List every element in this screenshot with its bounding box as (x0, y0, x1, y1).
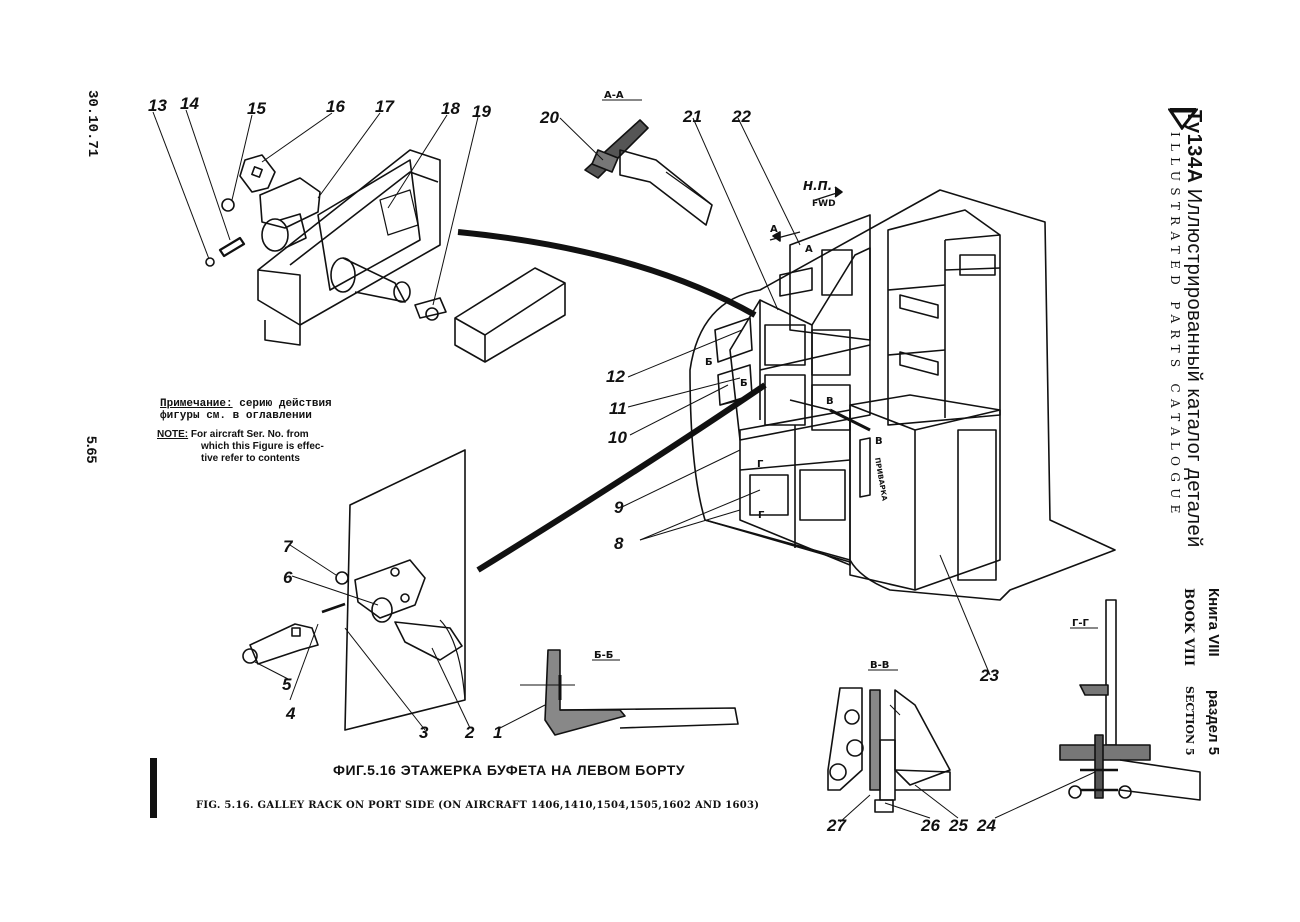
section-vv-title: В-В (870, 660, 889, 671)
note-ru-text-1: серию действия (239, 398, 332, 410)
callout-6: 6 (283, 568, 293, 587)
marker-b2: Б (740, 378, 748, 389)
section-bb (520, 649, 739, 736)
marker-a2: А (805, 244, 813, 255)
callout-27: 27 (826, 816, 847, 835)
callout-2: 2 (464, 723, 475, 742)
lower-latch-detail (242, 449, 466, 731)
section-vv (827, 687, 951, 813)
section-bb-title: Б-Б (594, 650, 613, 661)
marker-np: Н.П. (803, 179, 832, 193)
callout-numbers: 13 14 15 16 17 18 19 20 21 22 12 11 10 9… (148, 94, 999, 835)
door-label: ПРИВАРКА (873, 457, 889, 502)
section-markers: А-А Б-Б В-В Г-Г Н.П. FWD А А Б Б В В Г Г… (594, 90, 1090, 671)
upper-latch-detail (205, 149, 566, 363)
callout-14: 14 (180, 94, 199, 113)
callout-3: 3 (419, 723, 429, 742)
callout-4: 4 (285, 704, 296, 723)
marker-b1: Б (705, 357, 713, 368)
callout-18: 18 (441, 99, 460, 118)
callout-19: 19 (472, 102, 491, 121)
margin-bar (150, 758, 157, 818)
leader-lines (152, 99, 1098, 823)
callout-1: 1 (493, 723, 502, 742)
callout-24: 24 (976, 816, 996, 835)
main-galley-rack (689, 186, 1116, 601)
section-gg (1059, 599, 1201, 801)
note-ru: Примечание: серию действия фигуры см. в … (160, 398, 332, 422)
note-en-text-2: which this Figure is effec- (201, 441, 324, 452)
marker-a1: А (770, 224, 778, 235)
marker-g1: Г (757, 459, 764, 470)
callout-16: 16 (326, 97, 345, 116)
section-aa (584, 119, 713, 226)
note-en-text-1: For aircraft Ser. No. from (190, 429, 309, 440)
marker-v2: В (875, 436, 883, 447)
callout-12: 12 (606, 367, 625, 386)
callout-23: 23 (979, 666, 999, 685)
callout-17: 17 (375, 97, 395, 116)
marker-g2: Г (758, 510, 765, 521)
callout-26: 26 (920, 816, 940, 835)
callout-8: 8 (614, 534, 624, 553)
caption-en: FIG. 5.16. GALLEY RACK ON PORT SIDE (ON … (196, 800, 760, 811)
note-ru-label: Примечание: (160, 398, 233, 410)
caption-ru: ФИГ.5.16 ЭТАЖЕРКА БУФЕТА НА ЛЕВОМ БОРТУ (333, 762, 686, 778)
callout-10: 10 (608, 428, 627, 447)
note-en-label: NOTE: (157, 429, 189, 440)
callout-9: 9 (614, 498, 624, 517)
marker-v1: В (826, 396, 834, 407)
callout-5: 5 (282, 675, 292, 694)
callout-15: 15 (247, 99, 266, 118)
note-en: NOTE: For aircraft Ser. No. from which t… (157, 429, 324, 465)
callout-22: 22 (731, 107, 751, 126)
callout-20: 20 (539, 108, 559, 127)
callout-25: 25 (948, 816, 968, 835)
note-en-text-3: tive refer to contents (201, 453, 300, 464)
tu-logo (1167, 107, 1200, 131)
section-aa-title: А-А (604, 90, 624, 101)
marker-fwd: FWD (812, 199, 836, 209)
callout-21: 21 (682, 107, 702, 126)
callout-11: 11 (609, 399, 627, 418)
callout-13: 13 (148, 96, 167, 115)
note-ru-text-2: фигуры см. в оглавлении (160, 410, 312, 422)
section-gg-title: Г-Г (1072, 618, 1090, 629)
callout-7: 7 (283, 537, 294, 556)
